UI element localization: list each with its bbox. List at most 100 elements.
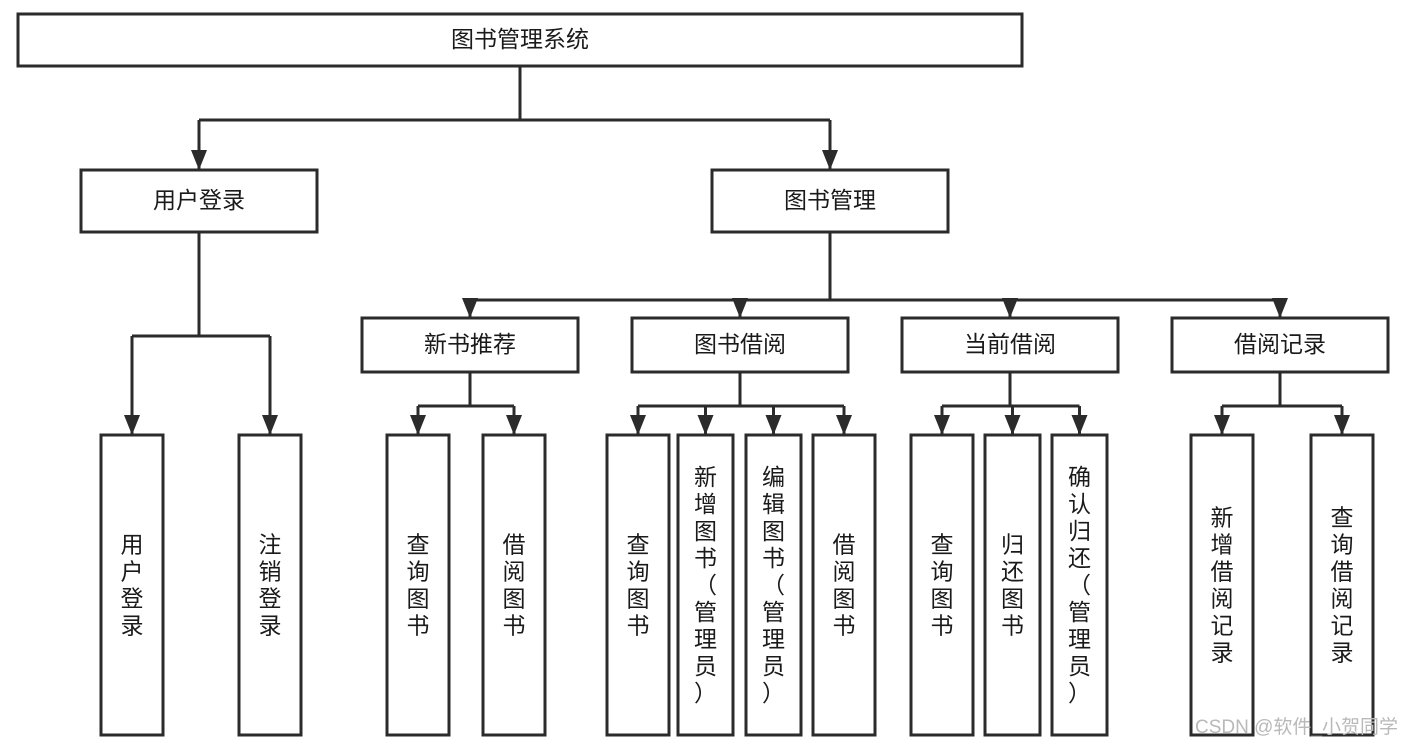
node-box-leaf-user-login[interactable] (99, 433, 165, 737)
root-to-level2-arrow-icon (191, 150, 207, 170)
node-box-leaf-confirm-return[interactable] (1050, 433, 1109, 737)
node-label-char: 查 (407, 532, 430, 558)
node-label-char: 询 (407, 559, 430, 585)
node-box-leaf-edit-book[interactable] (744, 433, 803, 737)
node-label-char: 图 (762, 518, 785, 544)
node-box-borrow-record[interactable] (1170, 316, 1390, 374)
node-box-leaf-borrow-book-2[interactable] (811, 433, 877, 737)
node-box-leaf-query-book-3[interactable] (909, 433, 975, 737)
node-label-char: 理 (762, 626, 785, 652)
node-label-char: 书 (503, 613, 526, 639)
node-label-char: 注 (259, 532, 282, 558)
node-label-char: 图 (931, 586, 954, 612)
node-box-leaf-return-book[interactable] (983, 433, 1042, 737)
node-label-char: 销 (259, 559, 282, 585)
current-borrow-to-leaves-arrow-icon (1071, 415, 1088, 435)
node-box-leaf-borrow-book-1[interactable] (481, 433, 547, 737)
node-label-char: 阅 (833, 559, 856, 585)
node-box-leaf-query-book-1[interactable] (385, 433, 451, 737)
node-box-leaf-query-book-2[interactable] (605, 433, 671, 737)
node-label-char: 书 (931, 613, 954, 639)
node-label-char: 员 (694, 653, 717, 679)
node-label-char: 询 (931, 559, 954, 585)
new-book-recommend-to-leaves-arrow-icon (506, 415, 522, 435)
new-book-recommend-to-leaves-arrow-icon (410, 415, 426, 435)
node-label-char: 增 (1211, 532, 1234, 558)
node-label-char: 录 (121, 613, 144, 639)
node-label-char: 记 (1211, 613, 1234, 639)
node-box-leaf-user-logout[interactable] (237, 433, 303, 737)
node-label-char: 书 (1001, 613, 1024, 639)
current-borrow-to-leaves-arrow-icon (934, 415, 950, 435)
node-label-char: 理 (694, 626, 717, 652)
node-box-new-book-recommend[interactable] (360, 316, 580, 374)
node-label-char: 归 (1068, 518, 1091, 544)
node-box-book-borrow[interactable] (630, 316, 850, 374)
node-user-login[interactable]: 用户登录 (79, 168, 319, 234)
node-label-char: ） (762, 680, 785, 706)
node-label-char: 借 (503, 532, 526, 558)
csdn-watermark: CSDN @软件_小贺同学 (1195, 716, 1398, 738)
node-box-current-borrow[interactable] (900, 316, 1120, 374)
node-box-leaf-add-book[interactable] (676, 433, 735, 737)
node-label-char: 图 (627, 586, 650, 612)
node-leaf-user-login[interactable]: 用户登录 (99, 433, 165, 737)
node-root[interactable]: 图书管理系统 (16, 12, 1024, 68)
node-label-char: 书 (627, 613, 650, 639)
node-label-char: 借 (833, 532, 856, 558)
node-label-book-manage: 图书管理 (784, 187, 876, 213)
node-label-char: 查 (931, 532, 954, 558)
book-manage-to-level3-arrow-icon (1272, 298, 1288, 318)
node-label-char: 增 (694, 491, 717, 517)
book-manage-to-level3-arrow-icon (732, 298, 748, 318)
node-label-char: 辑 (762, 491, 785, 517)
node-label-char: 图 (694, 518, 717, 544)
node-label-char: ） (694, 680, 717, 706)
node-box-leaf-query-borrow-record[interactable] (1309, 433, 1375, 737)
node-new-book-recommend[interactable]: 新书推荐 (360, 316, 580, 374)
node-label-char: 还 (1001, 559, 1024, 585)
node-box-leaf-add-borrow-record[interactable] (1189, 433, 1255, 737)
node-label-char: 书 (407, 613, 430, 639)
node-book-borrow[interactable]: 图书借阅 (630, 316, 850, 374)
node-label-char: 还 (1068, 545, 1091, 571)
node-label-char: 认 (1068, 491, 1091, 517)
nodes-layer: 图书管理系统用户登录图书管理新书推荐图书借阅当前借阅借阅记录用户登录注销登录查询… (16, 12, 1390, 737)
node-label-char: （ (1068, 572, 1091, 598)
node-box-user-login[interactable] (79, 168, 319, 234)
node-label-char: 新 (694, 464, 717, 490)
node-label-char: 员 (762, 653, 785, 679)
node-label-char: 查 (1331, 505, 1354, 531)
borrow-record-to-leaves-arrow-icon (1214, 415, 1230, 435)
node-box-root[interactable] (16, 12, 1024, 68)
node-label-root: 图书管理系统 (451, 26, 589, 52)
node-borrow-record[interactable]: 借阅记录 (1170, 316, 1390, 374)
current-borrow-to-leaves-arrow-icon (1004, 415, 1021, 435)
node-label-char: 户 (121, 559, 144, 585)
node-label-char: 阅 (1211, 586, 1234, 612)
node-box-book-manage[interactable] (710, 168, 950, 234)
node-label-char: 登 (121, 586, 144, 612)
book-borrow-to-leaves-arrow-icon (765, 415, 782, 435)
node-label-char: 查 (627, 532, 650, 558)
node-label-char: ） (1068, 680, 1091, 706)
node-book-manage[interactable]: 图书管理 (710, 168, 950, 234)
node-label-char: 图 (833, 586, 856, 612)
node-current-borrow[interactable]: 当前借阅 (900, 316, 1120, 374)
node-label-char: 录 (259, 613, 282, 639)
root-to-level2-arrow-icon (822, 150, 838, 170)
node-label-char: 借 (1331, 559, 1354, 585)
node-label-char: 登 (259, 586, 282, 612)
